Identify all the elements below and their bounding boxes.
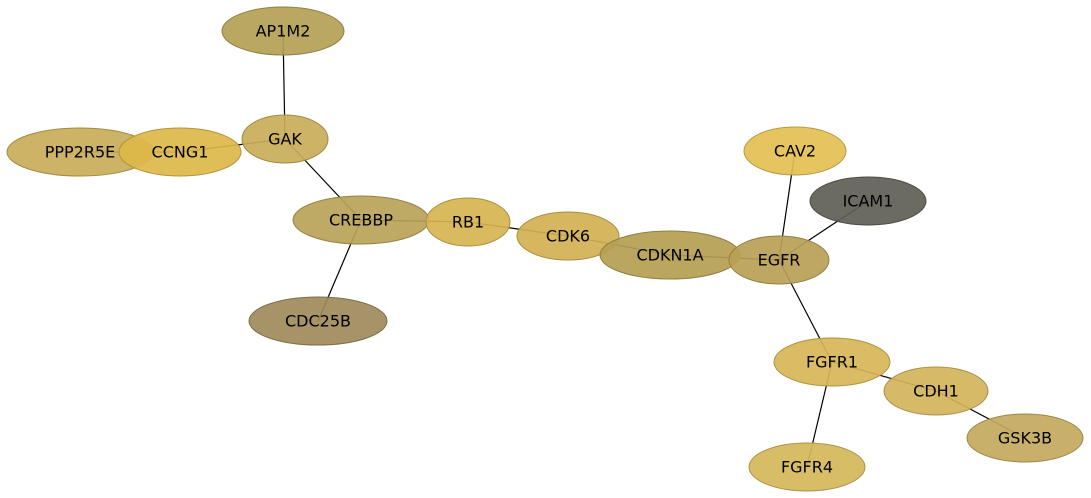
node-label-icam1: ICAM1 — [843, 192, 894, 211]
node-shape-cdc25b — [248, 296, 388, 346]
node-ppp2r5e[interactable]: PPP2R5E — [6, 127, 154, 177]
node-label-fgfr1: FGFR1 — [806, 353, 858, 372]
node-shape-ccng1 — [118, 127, 242, 177]
node-cav2[interactable]: CAV2 — [743, 126, 847, 176]
node-shape-ap1m2 — [221, 6, 345, 56]
node-label-cdh1: CDH1 — [913, 382, 959, 401]
node-gsk3b[interactable]: GSK3B — [966, 413, 1084, 463]
node-label-cdk6: CDK6 — [546, 227, 590, 246]
node-label-ccng1: CCNG1 — [152, 143, 209, 162]
node-label-rb1: RB1 — [452, 213, 484, 232]
node-shape-cdh1 — [883, 366, 989, 416]
node-shape-cdk6 — [516, 211, 620, 261]
node-label-cdc25b: CDC25B — [285, 312, 351, 331]
node-cdkn1a[interactable]: CDKN1A — [599, 230, 741, 280]
node-label-ppp2r5e: PPP2R5E — [45, 143, 116, 162]
node-label-cdkn1a: CDKN1A — [636, 246, 703, 265]
node-shape-egfr — [728, 235, 830, 285]
node-fgfr1[interactable]: FGFR1 — [773, 337, 891, 387]
node-label-gak: GAK — [268, 130, 302, 149]
node-shape-fgfr4 — [748, 442, 866, 492]
node-cdk6[interactable]: CDK6 — [516, 211, 620, 261]
node-shape-icam1 — [809, 176, 927, 226]
node-rb1[interactable]: RB1 — [425, 197, 511, 247]
node-ccng1[interactable]: CCNG1 — [118, 127, 242, 177]
node-label-ap1m2: AP1M2 — [256, 22, 311, 41]
node-icam1[interactable]: ICAM1 — [809, 176, 927, 226]
node-gak[interactable]: GAK — [241, 114, 329, 164]
node-label-fgfr4: FGFR4 — [781, 458, 833, 477]
node-shape-cav2 — [743, 126, 847, 176]
node-label-egfr: EGFR — [758, 251, 801, 270]
node-shape-fgfr1 — [773, 337, 891, 387]
node-shape-rb1 — [425, 197, 511, 247]
node-fgfr4[interactable]: FGFR4 — [748, 442, 866, 492]
node-label-gsk3b: GSK3B — [998, 429, 1052, 448]
node-egfr[interactable]: EGFR — [728, 235, 830, 285]
node-crebbp[interactable]: CREBBP — [292, 195, 430, 245]
node-cdc25b[interactable]: CDC25B — [248, 296, 388, 346]
node-label-crebbp: CREBBP — [329, 211, 393, 230]
node-ap1m2[interactable]: AP1M2 — [221, 6, 345, 56]
node-label-cav2: CAV2 — [774, 142, 816, 161]
node-cdh1[interactable]: CDH1 — [883, 366, 989, 416]
node-shape-gsk3b — [966, 413, 1084, 463]
node-shape-gak — [241, 114, 329, 164]
